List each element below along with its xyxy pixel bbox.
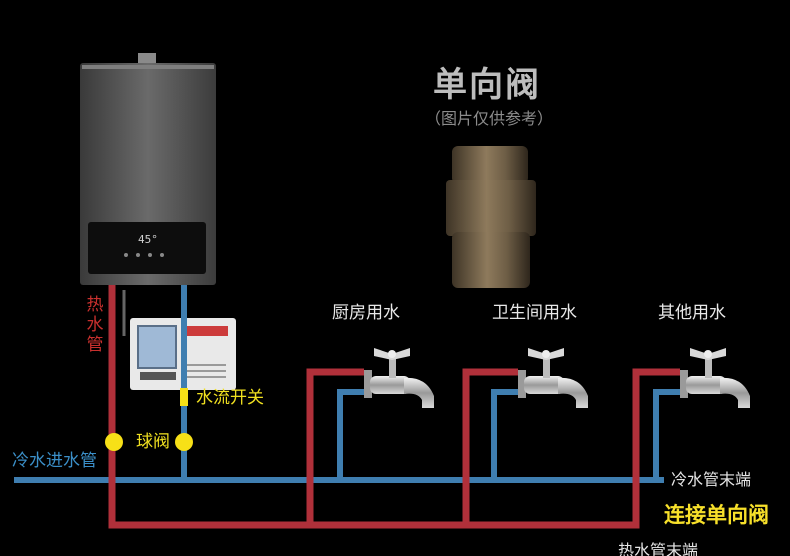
hot-end-label: 热水管末端 [618,541,699,556]
fixture-label-kitchen: 厨房用水 [332,303,400,323]
faucet-icon [680,348,750,408]
check-valve-icon [446,146,536,288]
cold-inlet-label: 冷水进水管 [12,451,97,471]
ball-valve-label: 球阀 [136,432,170,452]
fixture-label-other: 其他用水 [658,303,726,323]
heater-temperature-readout: 45° [138,233,158,246]
check-valve-note: 连接单向阀 [664,503,769,527]
diagram-subtitle: （图片仅供参考） [425,109,554,128]
cold-end-label: 冷水管末端 [671,470,752,489]
faucet-icon [364,348,434,408]
flow-switch-block [180,388,188,406]
diagram-title: 单向阀 [433,65,541,105]
faucet-icon [518,348,588,408]
water-heater-icon: 45° [80,53,216,285]
ball-valve-hot [105,433,123,451]
ball-valve-cold [175,433,193,451]
fixture-label-bathroom: 卫生间用水 [492,303,577,323]
flow-switch-label: 水流开关 [196,388,264,408]
hot-pipe-label: 热水管 [86,295,104,355]
